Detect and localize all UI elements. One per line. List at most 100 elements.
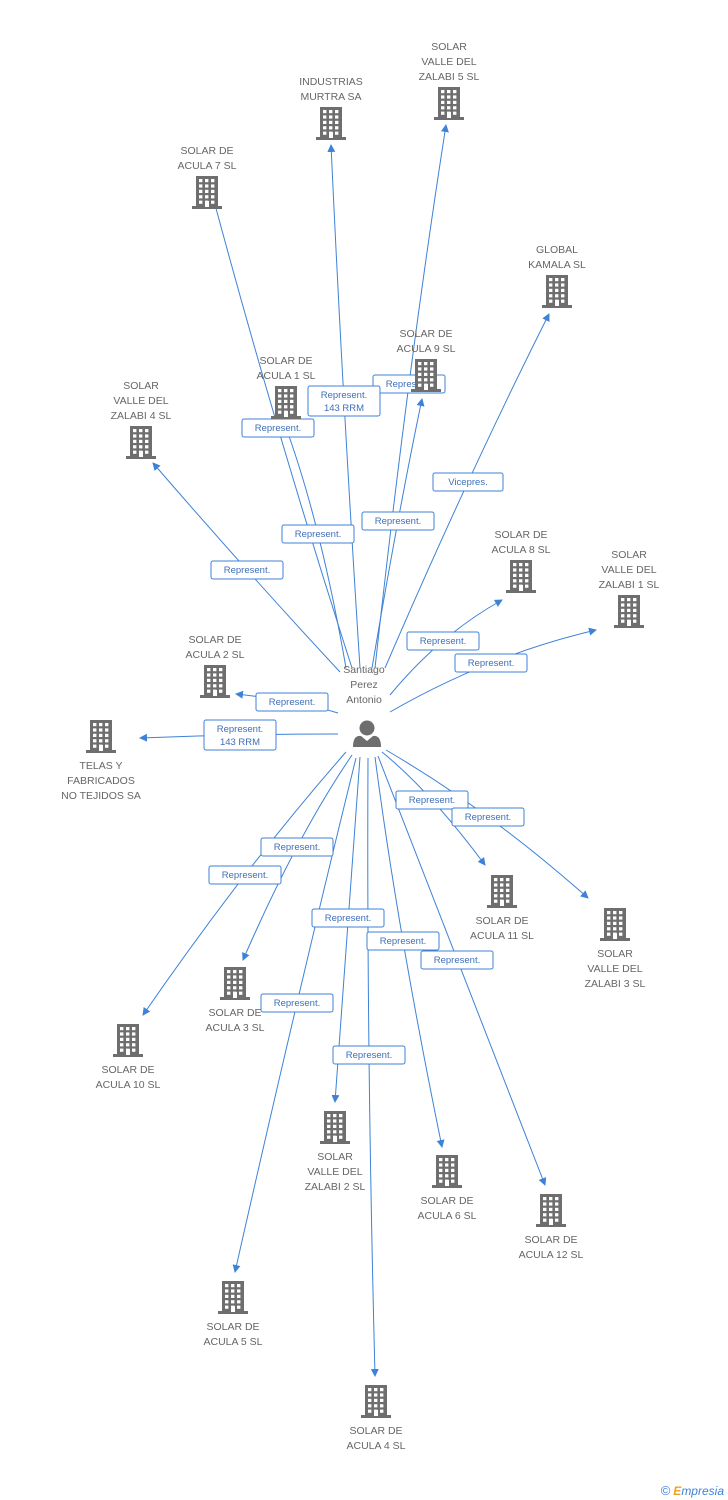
node-label: ACULA 10 SL xyxy=(96,1079,161,1091)
node-label: ACULA 2 SL xyxy=(186,649,245,661)
building-icon xyxy=(320,1111,350,1144)
building-icon xyxy=(126,426,156,459)
edge-label-solar-de-acula-11-sl[interactable]: Represent. xyxy=(395,790,469,810)
edge-label-text: Represent. xyxy=(295,529,341,540)
edge-label-box xyxy=(395,790,469,810)
edge-label-solar-de-acula-9-sl[interactable]: Represent. xyxy=(361,511,435,531)
edge-label-box xyxy=(361,511,435,531)
edge-label-global-kamala-sl[interactable]: Vicepres. xyxy=(432,472,504,492)
node-label: GLOBAL xyxy=(536,244,578,256)
node-label: ACULA 6 SL xyxy=(418,1210,477,1222)
building-icon xyxy=(600,908,630,941)
node-label: ZALABI 5 SL xyxy=(419,71,480,83)
edge-label-solar-de-acula-10-sl[interactable]: Represent. xyxy=(208,865,282,885)
building-icon xyxy=(86,720,116,753)
center-label: Perez xyxy=(350,679,377,691)
building-icon xyxy=(220,967,250,1000)
edge-label-box xyxy=(420,950,494,970)
node-solar-de-acula-5-sl[interactable]: SOLAR DE ACULA 5 SL xyxy=(204,1281,263,1348)
building-icon xyxy=(432,1155,462,1188)
edge-label-solar-de-acula-5-sl[interactable]: Represent. xyxy=(260,993,334,1013)
edge-label-solar-valle-del-zalabi-4-sl[interactable]: Represent. xyxy=(210,560,284,580)
node-label: VALLE DEL xyxy=(113,395,168,407)
node-label: KAMALA SL xyxy=(528,259,586,271)
edge-label-text: Vicepres. xyxy=(448,477,487,488)
building-icon xyxy=(192,176,222,209)
edge-label-text: 143 RRM xyxy=(220,737,260,748)
building-icon xyxy=(542,275,572,308)
building-icon xyxy=(316,107,346,140)
edge-label-text: Represent. xyxy=(274,842,320,853)
edge-label-solar-de-acula-8-sl[interactable]: Represent. xyxy=(406,631,480,651)
edge-label-box xyxy=(210,560,284,580)
edge-label-box xyxy=(332,1045,406,1065)
node-label: VALLE DEL xyxy=(587,963,642,975)
edge-label-solar-de-acula-1-sl[interactable]: Represent. xyxy=(281,524,355,544)
node-label: INDUSTRIAS xyxy=(299,76,363,88)
edge-label-text: Represent. xyxy=(321,390,367,401)
building-icon xyxy=(411,359,441,392)
building-icon xyxy=(506,560,536,593)
edge-label-text: Represent. xyxy=(468,658,514,669)
edge-label-box xyxy=(260,993,334,1013)
node-global-kamala-sl[interactable]: GLOBAL KAMALA SL xyxy=(528,244,586,308)
node-label: SOLAR DE xyxy=(188,634,241,646)
edge-label-solar-de-acula-6-sl[interactable]: Represent. xyxy=(366,931,440,951)
node-label: ACULA 11 SL xyxy=(470,930,534,942)
node-label: SOLAR DE xyxy=(206,1321,259,1333)
edge-label-solar-de-acula-2-sl[interactable]: Represent. xyxy=(255,692,329,712)
node-label: ACULA 5 SL xyxy=(204,1336,263,1348)
edge-label-box xyxy=(311,908,385,928)
edge-label-text: Represent. xyxy=(380,936,426,947)
edge-label-text: Represent. xyxy=(346,1050,392,1061)
edge-label-text: Represent. xyxy=(222,870,268,881)
edge-label-solar-de-acula-12-sl[interactable]: Represent. xyxy=(420,950,494,970)
edge-label-solar-de-acula-7-sl[interactable]: Represent. xyxy=(241,418,315,438)
edge-label-telas-y-fabricados-no-tejidos-sa[interactable]: Represent.143 RRM xyxy=(203,719,277,751)
edge-label-solar-valle-del-zalabi-3-sl[interactable]: Represent. xyxy=(451,807,525,827)
edge-label-box xyxy=(307,385,381,417)
footer-brand: ©Empresia xyxy=(661,1483,724,1498)
edge-label-solar-valle-del-zalabi-1-sl[interactable]: Represent. xyxy=(454,653,528,673)
edge-label-solar-de-acula-3-sl[interactable]: Represent. xyxy=(260,837,334,857)
node-label: ACULA 4 SL xyxy=(347,1440,406,1452)
node-label: ACULA 3 SL xyxy=(206,1022,265,1034)
node-label: SOLAR DE xyxy=(399,328,452,340)
node-label: ACULA 1 SL xyxy=(257,370,316,382)
edge-label-solar-de-acula-4-sl[interactable]: Represent. xyxy=(332,1045,406,1065)
edge-label-box xyxy=(454,653,528,673)
node-label: ACULA 8 SL xyxy=(492,544,551,556)
node-label: VALLE DEL xyxy=(601,564,656,576)
edge-label-text: Represent. xyxy=(375,516,421,527)
edge-label-text: Represent. xyxy=(420,636,466,647)
building-icon xyxy=(113,1024,143,1057)
node-label: FABRICADOS xyxy=(67,775,135,787)
edge-label-text: Represent. xyxy=(255,423,301,434)
node-label: ZALABI 1 SL xyxy=(599,579,660,591)
edge-label-industrias-murtra-sa[interactable]: Represent. 143 RRM xyxy=(307,385,381,417)
edge-label-solar-valle-del-zalabi-2-sl[interactable]: Represent. xyxy=(311,908,385,928)
node-label: VALLE DEL xyxy=(307,1166,362,1178)
edge-label-text: 143 RRM xyxy=(324,403,364,414)
node-solar-de-acula-2-sl[interactable]: SOLAR DE ACULA 2 SL xyxy=(186,634,245,698)
